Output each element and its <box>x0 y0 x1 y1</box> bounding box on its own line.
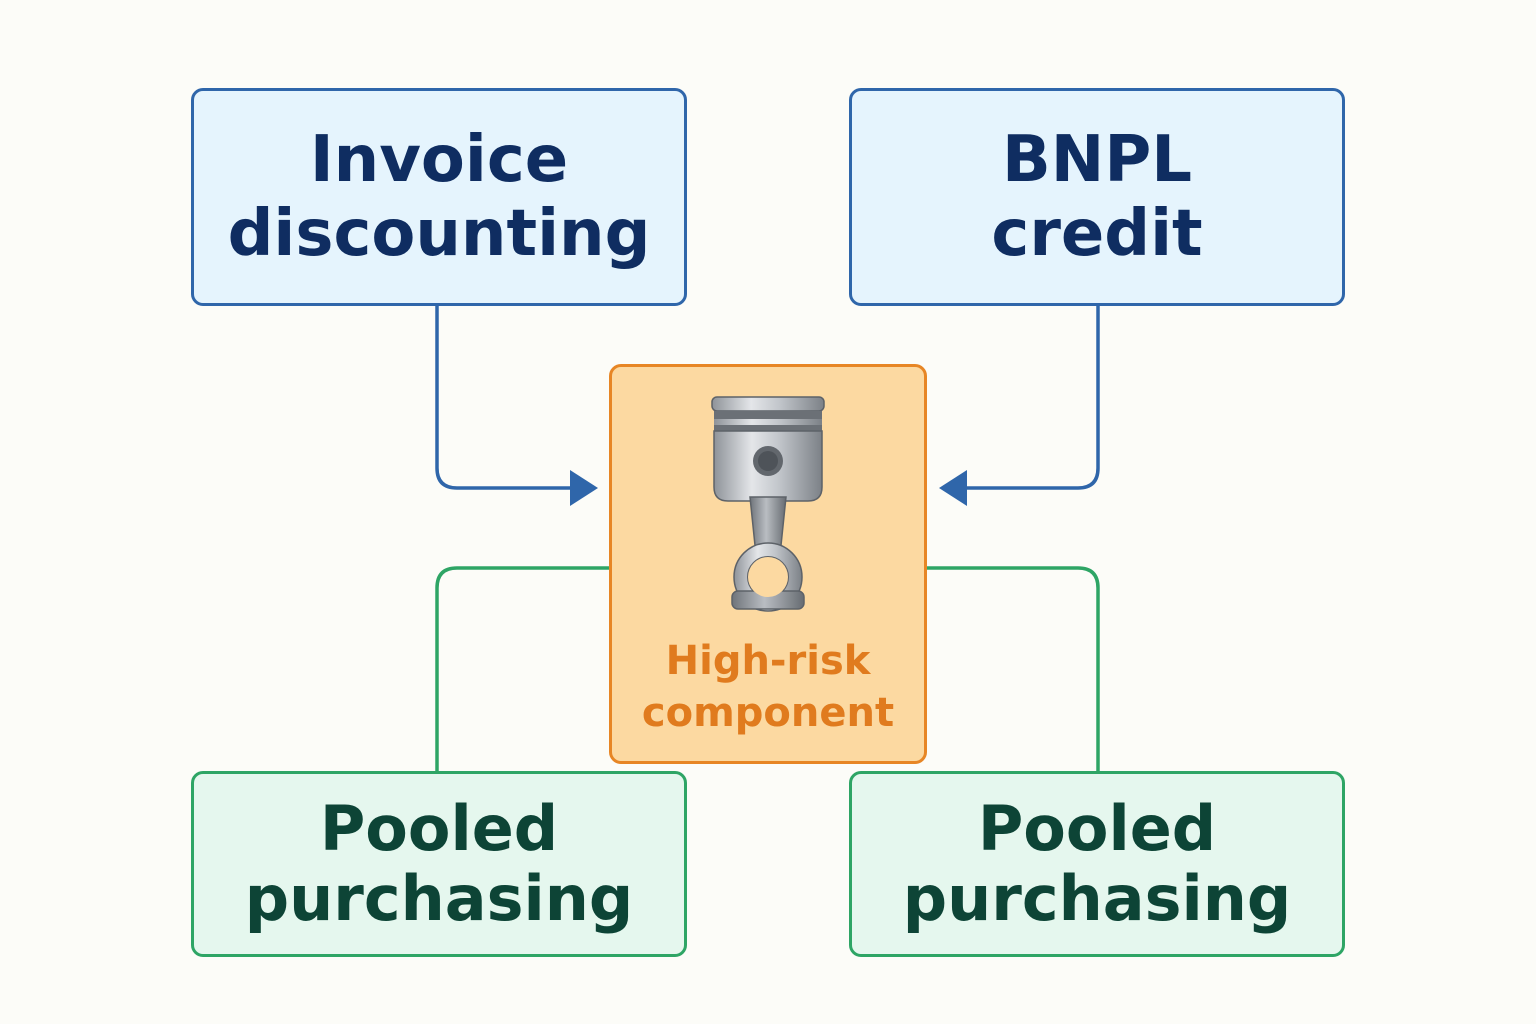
connector-bnpl-to-center <box>960 304 1100 490</box>
piston-icon <box>711 396 825 612</box>
high-risk-component-box: High-risk component <box>609 364 927 764</box>
pooled-left-line-2: purchasing <box>244 862 634 935</box>
bnpl-line-2: credit <box>991 197 1203 271</box>
arrowhead-right <box>570 470 598 506</box>
invoice-line-2: discounting <box>227 197 651 271</box>
pooled-right-line-2: purchasing <box>902 862 1292 935</box>
connector-center-to-pooled-right <box>925 566 1100 773</box>
center-line-1: High-risk <box>665 638 871 684</box>
arrowhead-left <box>939 470 967 506</box>
pooled-left-line-1: Pooled <box>319 792 559 865</box>
center-line-2: component <box>641 690 895 736</box>
pooled-purchasing-right-box: Pooled purchasing <box>849 771 1345 957</box>
invoice-line-1: Invoice <box>309 123 569 197</box>
pooled-right-line-1: Pooled <box>977 792 1217 865</box>
connector-invoice-to-center <box>435 304 577 490</box>
invoice-discounting-box: Invoice discounting <box>191 88 687 306</box>
pooled-purchasing-left-box: Pooled purchasing <box>191 771 687 957</box>
bnpl-line-1: BNPL <box>1001 123 1193 197</box>
connector-center-to-pooled-left <box>435 566 611 773</box>
bnpl-credit-box: BNPL credit <box>849 88 1345 306</box>
